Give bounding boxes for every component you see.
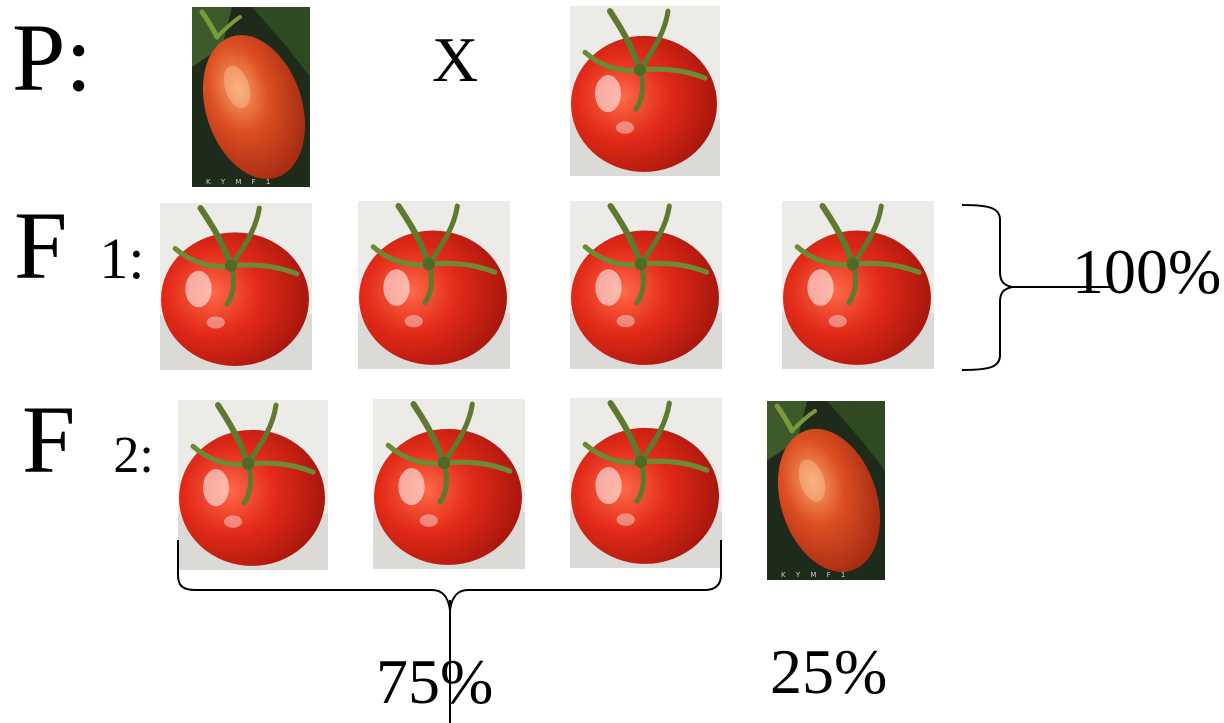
f2-suffix: 2: bbox=[113, 427, 154, 484]
cross-symbol: X bbox=[432, 24, 479, 95]
photo-caption-f2: K Y M F 1 bbox=[781, 571, 850, 579]
f2-letter: F bbox=[22, 386, 76, 493]
f2-round-percentage: 75% bbox=[376, 646, 494, 717]
f1-label: F 1: bbox=[14, 198, 145, 294]
f2-elongated-tomato-image: K Y M F 1 bbox=[767, 400, 885, 581]
parental-label: P: bbox=[12, 10, 92, 106]
parental-letter: P bbox=[12, 4, 66, 111]
f1-suffix: 1: bbox=[99, 226, 145, 291]
f2-label: F 2: bbox=[22, 392, 154, 488]
f1-letter: F bbox=[14, 192, 68, 299]
f1-brace bbox=[961, 204, 1110, 371]
f2-brace bbox=[177, 540, 722, 611]
f1-percentage: 100% bbox=[1072, 236, 1222, 307]
photo-caption: K Y M F 1 bbox=[206, 178, 275, 186]
elongated-tomato-parent-image: K Y M F 1 bbox=[192, 6, 310, 188]
parental-suffix: : bbox=[65, 4, 93, 111]
f2-elongated-percentage: 25% bbox=[770, 636, 888, 707]
